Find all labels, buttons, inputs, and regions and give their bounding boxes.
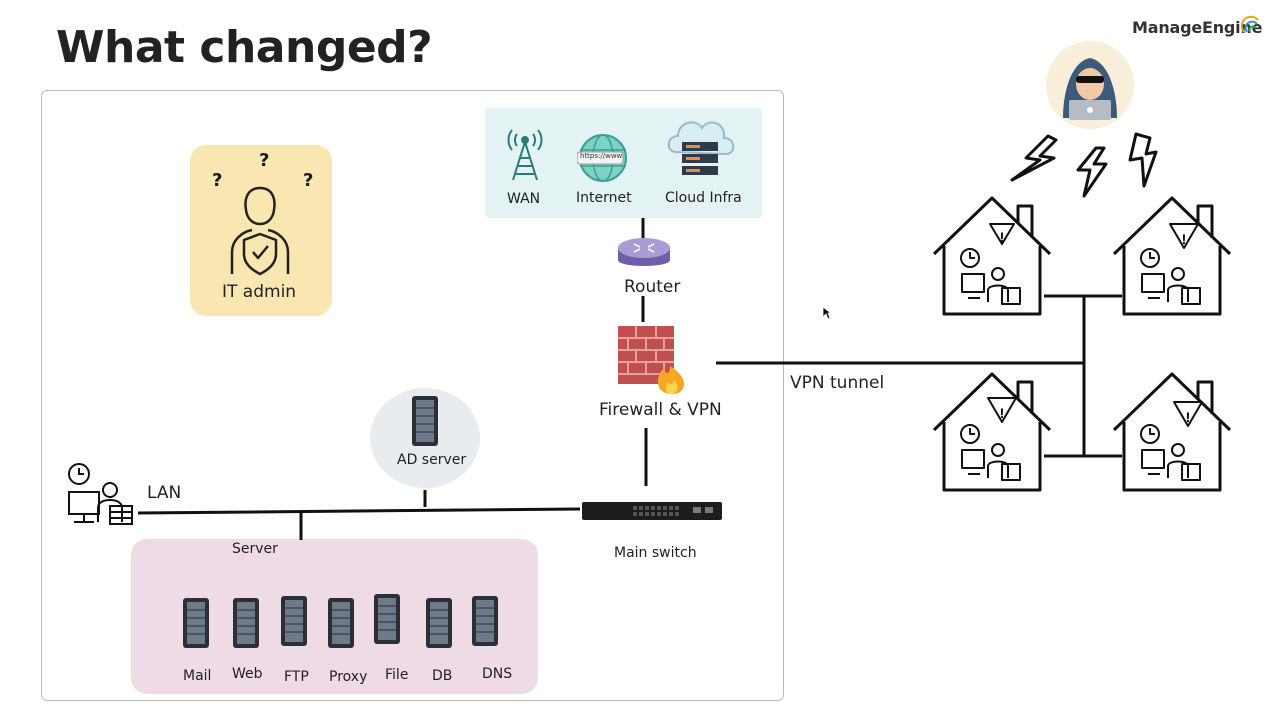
question-mark: ? xyxy=(303,170,314,191)
firewall-icon xyxy=(618,326,685,394)
brand-arc-icon xyxy=(1240,15,1259,33)
server-group-title: Server xyxy=(232,541,278,557)
server-rack-icon xyxy=(183,598,209,648)
router-label: Router xyxy=(624,277,681,297)
question-mark: ? xyxy=(259,150,270,171)
svg-text:!: ! xyxy=(1186,409,1191,425)
mouse-cursor-icon xyxy=(822,306,832,320)
lan-label: LAN xyxy=(147,483,182,503)
internet-label: Internet xyxy=(576,190,632,206)
remote-home-icon: ! xyxy=(932,196,1052,316)
server-label: Mail xyxy=(183,668,212,684)
server-dns xyxy=(470,594,500,652)
cloud-infra-label: Cloud Infra xyxy=(665,190,742,206)
main-switch-label: Main switch xyxy=(614,545,697,561)
lan-workstation-icon xyxy=(68,463,133,525)
admin-person-icon xyxy=(230,186,290,276)
server-label: Web xyxy=(232,666,263,682)
remote-home-icon: ! xyxy=(1112,196,1232,316)
svg-text:!: ! xyxy=(1182,231,1187,247)
slide-title: What changed? xyxy=(56,22,433,73)
internet-url-text: https://www xyxy=(580,152,623,160)
brand-name: ManageEngine xyxy=(1132,18,1263,37)
server-label: Proxy xyxy=(329,669,368,685)
wan-tower-icon xyxy=(507,129,543,181)
lan-bus-line xyxy=(137,507,581,515)
server-rack-icon xyxy=(328,598,354,648)
wan-label: WAN xyxy=(507,191,541,207)
server-rack-icon xyxy=(472,596,498,646)
ad-server-icon xyxy=(412,396,438,446)
server-ftp xyxy=(279,594,309,652)
main-switch-icon xyxy=(582,502,722,520)
svg-text:!: ! xyxy=(1000,229,1005,245)
server-rack-icon xyxy=(374,594,400,644)
server-label: FTP xyxy=(284,669,309,685)
question-mark: ? xyxy=(212,170,223,191)
ad-server-label: AD server xyxy=(397,452,467,468)
internet-globe-icon xyxy=(577,134,627,182)
server-web xyxy=(231,596,261,654)
firewall-label: Firewall & VPN xyxy=(599,400,722,420)
server-rack-icon xyxy=(426,598,452,648)
vpn-tunnel-label: VPN tunnel xyxy=(790,373,885,393)
server-rack-icon xyxy=(281,596,307,646)
server-db xyxy=(424,596,454,654)
hacker-icon xyxy=(1046,41,1134,129)
router-icon xyxy=(618,238,670,266)
server-label: DNS xyxy=(482,666,513,682)
brand-logo: ManageEngine xyxy=(1132,15,1263,37)
it-admin-label: IT admin xyxy=(222,282,297,302)
server-file xyxy=(372,592,402,650)
server-rack-icon xyxy=(233,598,259,648)
server-label: File xyxy=(385,667,409,683)
it-admin-card xyxy=(190,145,332,316)
remote-home-icon: ! xyxy=(1112,372,1232,492)
remote-home-icon: ! xyxy=(932,372,1052,492)
svg-text:!: ! xyxy=(1000,405,1005,421)
server-mail xyxy=(181,596,211,654)
lightning-bolts-icon xyxy=(1010,132,1158,198)
cloud-infra-icon xyxy=(667,121,735,175)
server-label: DB xyxy=(432,668,453,684)
server-proxy xyxy=(326,596,356,654)
